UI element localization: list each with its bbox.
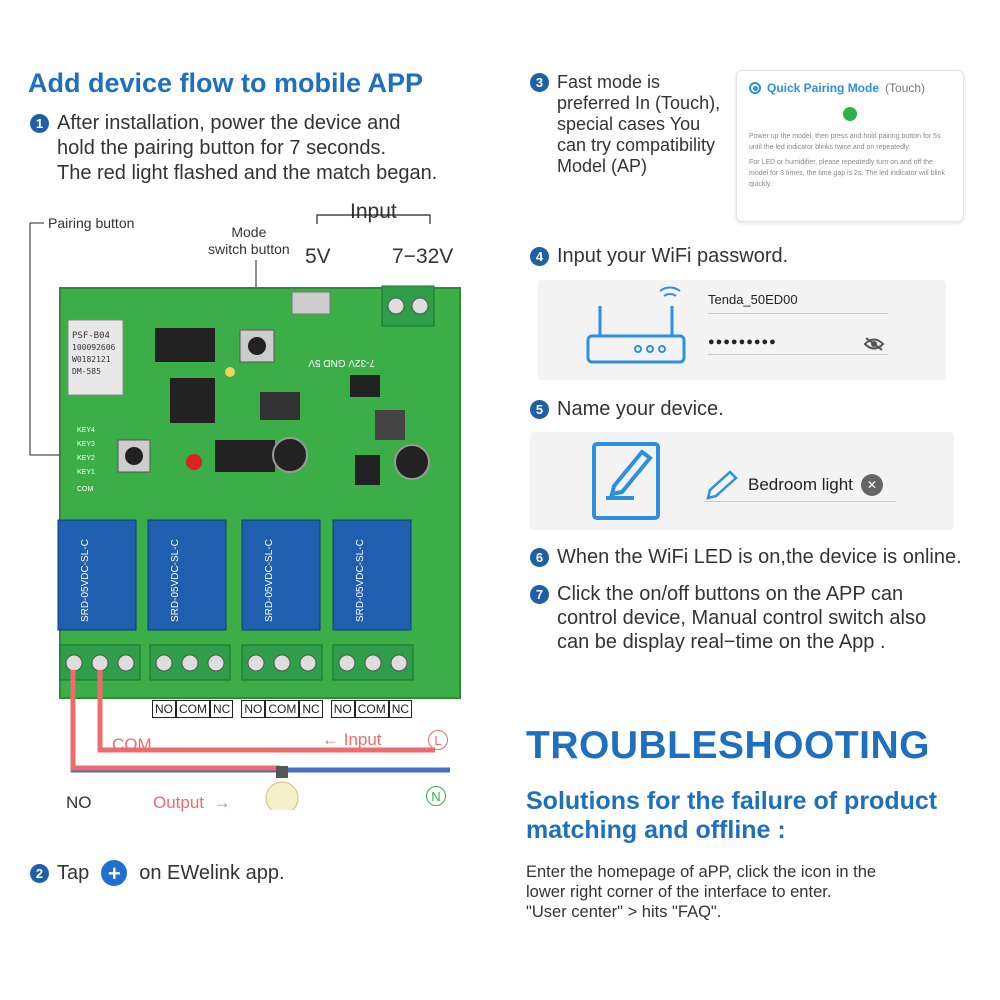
- key-label-com: COM: [77, 486, 94, 493]
- wiring-diagram: [70, 670, 450, 810]
- device-name-value: Bedroom light: [748, 474, 853, 494]
- relay-label-4: SRD-05VDC-SL-C: [355, 539, 366, 622]
- terminal-no: NO: [241, 700, 266, 718]
- step-5: 5 Name your device.: [530, 397, 724, 422]
- step-rest-text: on EWelink app.: [139, 861, 285, 884]
- step-text: After installation, power the device and…: [57, 112, 438, 184]
- step-6: 6 When the WiFi LED is on,the device is …: [530, 545, 962, 570]
- page-title: Add device flow to mobile APP: [28, 68, 424, 98]
- no-wire-label: NO: [66, 793, 92, 812]
- wifi-ssid-field[interactable]: Tenda_50ED00: [708, 292, 888, 314]
- step-text: Name your device.: [557, 398, 724, 420]
- com-wire-label: COM: [112, 735, 152, 754]
- step-7: 7 Click the on/off buttons on the APP ca…: [530, 582, 990, 654]
- relay-label-3: SRD-05VDC-SL-C: [264, 539, 275, 622]
- output-terminal-blocks: [59, 644, 414, 681]
- key-label-3: KEY3: [77, 441, 95, 448]
- step-4: 4 Input your WiFi password.: [530, 244, 788, 269]
- pairing-mode-option[interactable]: Quick Pairing Mode (Touch): [749, 81, 951, 95]
- power-label: 7-32V GND 5V: [308, 357, 375, 368]
- device-name-input[interactable]: Bedroom light ✕: [704, 468, 896, 502]
- step-number: 2: [30, 863, 49, 883]
- step-text: Input your WiFi password.: [557, 245, 789, 267]
- faq-instructions: Enter the homepage of aPP, click the ico…: [526, 863, 877, 921]
- relay-label-1: SRD-05VDC-SL-C: [80, 539, 91, 622]
- solutions-heading: Solutions for the failure of product mat…: [526, 787, 938, 844]
- step-1: 1 After installation, power the device a…: [30, 111, 500, 186]
- terminal-com: COM: [265, 700, 300, 718]
- terminal-com: COM: [354, 700, 389, 718]
- key-label-4: KEY4: [77, 427, 95, 434]
- step-number: 1: [30, 114, 49, 133]
- relays: SRD-05VDC-SL-C SRD-05VDC-SL-C SRD-05VDC-…: [57, 519, 412, 631]
- relay-board-illustration: PSF-B04 100092606 W0182121 DM-585 KEY4 K…: [29, 214, 461, 699]
- router-icon: [586, 286, 686, 364]
- pairing-mode-touch: (Touch): [885, 81, 926, 95]
- step-number: 3: [530, 73, 549, 92]
- light-bulb-icon: [265, 766, 299, 810]
- clear-icon[interactable]: ✕: [860, 473, 883, 496]
- output-arrow-label: Output →: [153, 793, 231, 812]
- voltage-5v-label: 5V: [305, 245, 331, 268]
- step-number: 4: [530, 247, 549, 266]
- mode-switch-label: Mode switch button: [208, 224, 290, 257]
- terminal-nc: NC: [388, 700, 413, 718]
- step-2: 2 Tap + on EWelink app.: [30, 860, 285, 886]
- troubleshooting-heading: TROUBLESHOOTING: [526, 724, 930, 767]
- terminal-labels: NO COM NC NO COM NC NO COM NC: [152, 700, 413, 718]
- led-indicator-icon: [843, 107, 857, 121]
- terminal-com: COM: [176, 700, 210, 718]
- pairing-button-label: Pairing button: [48, 215, 135, 231]
- pairing-desc-2: For LED or humidifier, please repeatedly…: [749, 159, 945, 188]
- step-text: When the WiFi LED is on,the device is on…: [557, 546, 962, 568]
- step-tap-text: Tap: [57, 861, 90, 884]
- terminal-group-3: NO COM NC: [241, 700, 323, 718]
- eye-hidden-icon[interactable]: [863, 336, 885, 352]
- key-label-2: KEY2: [77, 455, 95, 462]
- terminal-nc: NC: [299, 700, 323, 718]
- terminal-group-4: NO COM NC: [330, 700, 413, 718]
- input-label: Input: [350, 200, 397, 223]
- step-text: Click the on/off buttons on the APP can …: [557, 583, 927, 653]
- step-number: 6: [530, 548, 549, 567]
- module-text-4: DM-585: [72, 367, 101, 376]
- terminal-nc: NC: [210, 700, 234, 718]
- pencil-icon: [706, 469, 738, 500]
- relay-label-2: SRD-05VDC-SL-C: [170, 539, 181, 622]
- edit-document-icon: [592, 442, 660, 520]
- live-terminal-badge: L: [428, 730, 448, 750]
- quick-pairing-card: Quick Pairing Mode (Touch) Power up the …: [736, 70, 964, 222]
- module-text-1: PSF-B04: [72, 331, 110, 341]
- terminal-group-2: NO COM NC: [152, 700, 234, 718]
- terminal-no: NO: [152, 700, 176, 718]
- module-text-3: W0182121: [72, 355, 111, 364]
- wifi-password-field[interactable]: ●●●●●●●●●: [708, 336, 888, 355]
- module-text-2: 100092606: [72, 343, 116, 352]
- step-number: 7: [530, 585, 549, 604]
- key-label-1: KEY1: [77, 469, 95, 476]
- step-3: 3 Fast mode is preferred In (Touch), spe…: [530, 72, 730, 177]
- input-arrow-label: ← Input: [322, 730, 382, 749]
- plus-icon: +: [101, 860, 128, 886]
- step-text: Fast mode is preferred In (Touch), speci…: [557, 72, 721, 176]
- step-number: 5: [530, 400, 549, 419]
- pairing-mode-title: Quick Pairing Mode: [767, 81, 880, 95]
- neutral-terminal-badge: N: [426, 786, 446, 806]
- device-name-card: Bedroom light ✕: [530, 432, 954, 530]
- terminal-no: NO: [330, 700, 355, 718]
- wifi-card: Tenda_50ED00 ●●●●●●●●●: [538, 280, 946, 380]
- radio-selected-icon[interactable]: [749, 82, 761, 94]
- voltage-7-32v-label: 7−32V: [392, 245, 454, 268]
- pairing-desc-1: Power up the model, then press and hold …: [749, 133, 941, 151]
